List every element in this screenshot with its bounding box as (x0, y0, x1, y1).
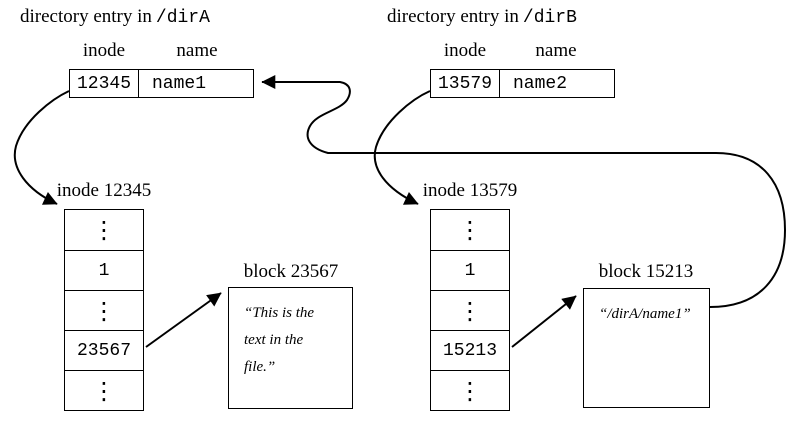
dirb-title-text: directory entry in (387, 6, 519, 27)
inode-12345-table: ⋮ 1 ⋮ 23567 ⋮ (64, 209, 144, 411)
inode-12345-row-blockptr: 23567 (65, 330, 143, 370)
block-23567-text-line: file.” (244, 359, 276, 375)
inode-12345-row-linkcount: 1 (65, 250, 143, 290)
block-23567-label: block 23567 (243, 261, 339, 282)
dirb-entry-table: 13579 name2 (430, 69, 615, 98)
dira-title-path: /dirA (155, 8, 210, 28)
inode-12345-label: inode 12345 (56, 180, 152, 201)
block-23567-box: “This is the text in the file.” (228, 287, 353, 409)
block-15213-box: “/dirA/name1” (583, 288, 710, 408)
block-15213-text-line: “/dirA/name1” (599, 306, 691, 322)
inode-13579-row-dots-3: ⋮ (431, 370, 509, 410)
dira-header-inode: inode (82, 40, 126, 61)
dirb-title-path: /dirB (522, 8, 577, 28)
dira-entry-table: 12345 name1 (69, 69, 254, 98)
inode-12345-row-dots-2: ⋮ (65, 290, 143, 330)
block-23567-text-line: “This is the (244, 305, 315, 321)
dirb-header-name: name (535, 40, 577, 61)
inode-13579-row-dots-1: ⋮ (458, 216, 482, 244)
dirb-title: directory entry in/dirB (387, 6, 577, 28)
dirb-header-inode: inode (443, 40, 487, 61)
arrow-inode-12345-to-block-23567-icon (145, 292, 222, 348)
inode-13579-label: inode 13579 (422, 180, 518, 201)
dirb-entry-inode-cell: 13579 (431, 70, 500, 97)
inode-12345-row-dots-3: ⋮ (65, 370, 143, 410)
dira-title-text: directory entry in (20, 6, 152, 27)
dira-title: directory entry in/dirA (20, 6, 210, 28)
inode-13579-row-blockptr: 15213 (431, 330, 509, 370)
dira-entry-inode-cell: 12345 (70, 70, 139, 97)
inode-13579-row-linkcount: 1 (431, 250, 509, 290)
inode-12345-row-dots-1: ⋮ (92, 216, 116, 244)
dirb-entry-name-cell: name2 (513, 73, 568, 94)
inode-13579-table: ⋮ 1 ⋮ 15213 ⋮ (430, 209, 510, 411)
arrow-inode-13579-to-block-15213-icon (511, 295, 577, 348)
dira-header-name: name (176, 40, 218, 61)
inode-13579-row-dots-2: ⋮ (431, 290, 509, 330)
block-15213-label: block 15213 (598, 261, 694, 282)
dira-entry-name-cell: name1 (152, 73, 207, 94)
block-23567-text-line: text in the (244, 332, 304, 348)
